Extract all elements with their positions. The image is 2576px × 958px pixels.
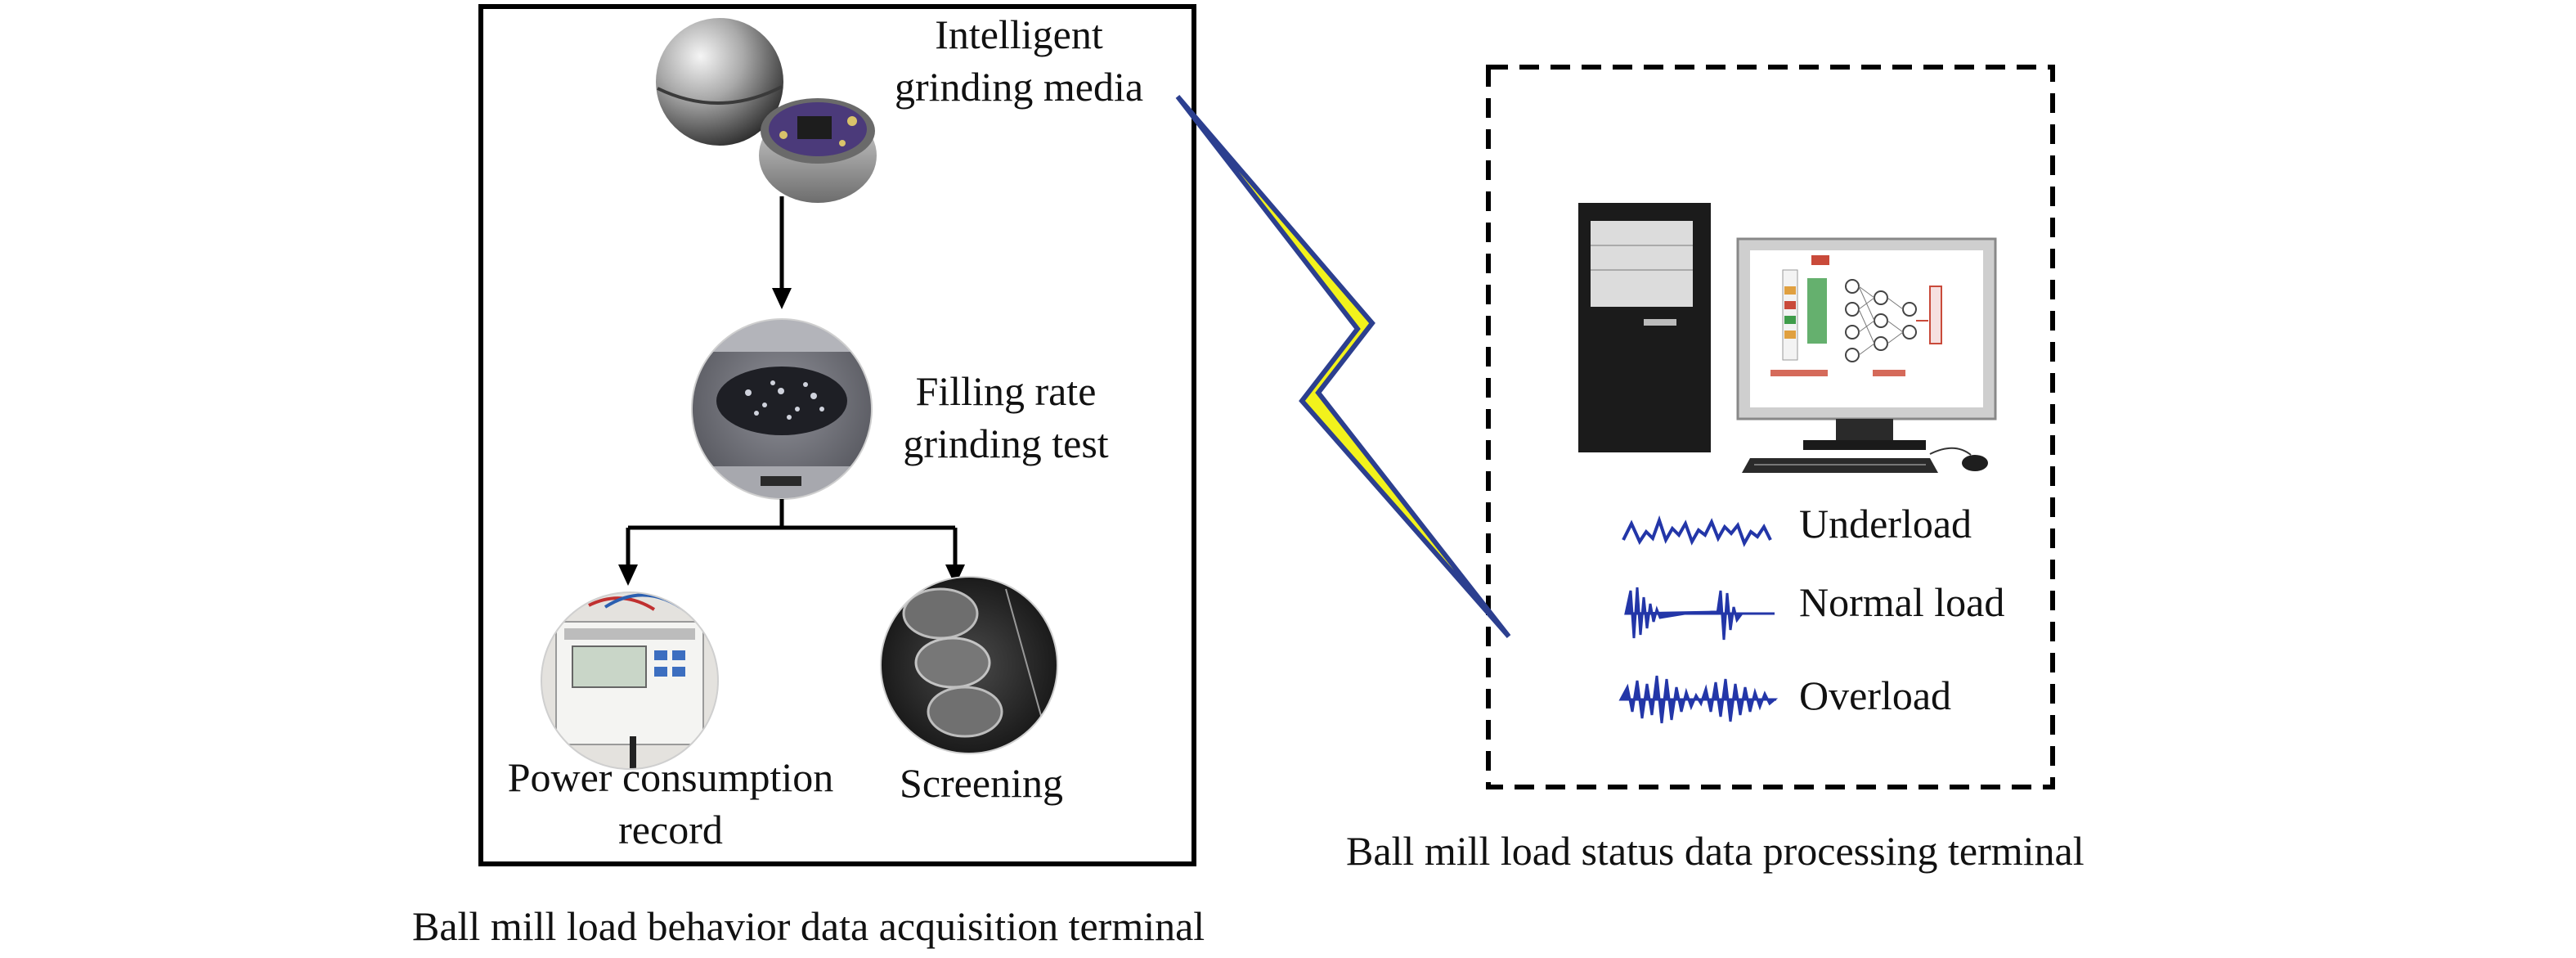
power-label-line2: record: [618, 807, 723, 852]
processing-terminal-caption: Ball mill load status data processing te…: [1346, 828, 2085, 874]
power-meter-photo-icon: [541, 592, 718, 769]
wireless-link-bolt-icon: [1175, 95, 1511, 638]
media-label-line1: Intelligent: [935, 11, 1103, 57]
acquisition-terminal-box: [478, 4, 1196, 866]
test-label: Filling rate grinding test: [883, 365, 1129, 470]
steel-ball-sensor-icon: [656, 18, 877, 203]
overload-waveform-icon: [1618, 675, 1779, 724]
media-label: Intelligent grinding media: [888, 8, 1150, 113]
media-label-line2: grinding media: [894, 64, 1144, 110]
mill-drum-photo-icon: [692, 319, 872, 499]
test-label-line2: grinding test: [903, 421, 1109, 466]
power-label-line1: Power consumption: [507, 754, 834, 800]
computer-neural-network-icon: [1578, 203, 1997, 473]
state-label-normal-load: Normal load: [1799, 579, 2005, 625]
state-label-underload: Underload: [1799, 501, 1972, 546]
underload-waveform-icon: [1622, 515, 1772, 547]
test-label-line1: Filling rate: [915, 368, 1097, 414]
sieve-photo-icon: [881, 577, 1057, 753]
processing-terminal-box: [1486, 65, 2055, 789]
acquisition-terminal-caption: Ball mill load behavior data acquisition…: [412, 903, 1205, 949]
screening-label: Screening: [900, 760, 1063, 806]
normal-load-waveform-icon: [1624, 587, 1775, 641]
power-label: Power consumption record: [482, 751, 859, 856]
state-label-overload: Overload: [1799, 672, 1952, 718]
